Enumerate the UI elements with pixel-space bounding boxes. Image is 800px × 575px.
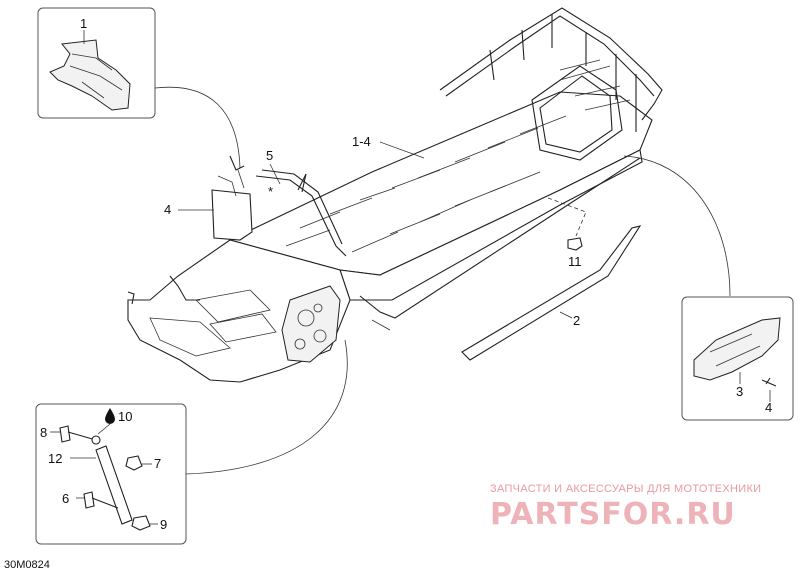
callout-8: 8 bbox=[40, 425, 47, 440]
callout-3: 3 bbox=[736, 384, 743, 399]
leader-inset-hardware bbox=[185, 339, 348, 475]
callout-12: 12 bbox=[48, 451, 62, 466]
callout-star: * bbox=[268, 184, 273, 199]
frame-assembly bbox=[127, 7, 663, 383]
callout-4: 4 bbox=[164, 202, 171, 217]
inset-hardware bbox=[35, 403, 187, 545]
leader-inset-3-4 bbox=[623, 155, 731, 297]
callout-7: 7 bbox=[154, 456, 161, 471]
callout-11: 11 bbox=[568, 254, 582, 269]
leader-inset-1 bbox=[154, 86, 241, 169]
inset-parts-3-4 bbox=[681, 296, 794, 421]
inset-part-1 bbox=[37, 7, 156, 119]
callout-1-4: 1-4 bbox=[352, 134, 371, 149]
callout-5: 5 bbox=[266, 148, 273, 163]
callout-10: 10 bbox=[118, 409, 132, 424]
callout-2: 2 bbox=[573, 313, 580, 328]
watermark-subtitle: ЗАПЧАСТИ И АКСЕССУАРЫ ДЛЯ МОТОТЕХНИКИ bbox=[490, 483, 761, 495]
droplet-icon bbox=[105, 408, 115, 424]
callout-6: 6 bbox=[62, 491, 69, 506]
part-11 bbox=[547, 197, 587, 251]
callout-4-inset: 4 bbox=[765, 400, 772, 415]
callout-9: 9 bbox=[160, 517, 167, 532]
callout-1: 1 bbox=[80, 16, 87, 31]
part-2-strip bbox=[461, 225, 642, 361]
watermark-brand: PARTSFOR.RU bbox=[490, 497, 736, 532]
drawing-code: 30M0824 bbox=[4, 559, 50, 571]
